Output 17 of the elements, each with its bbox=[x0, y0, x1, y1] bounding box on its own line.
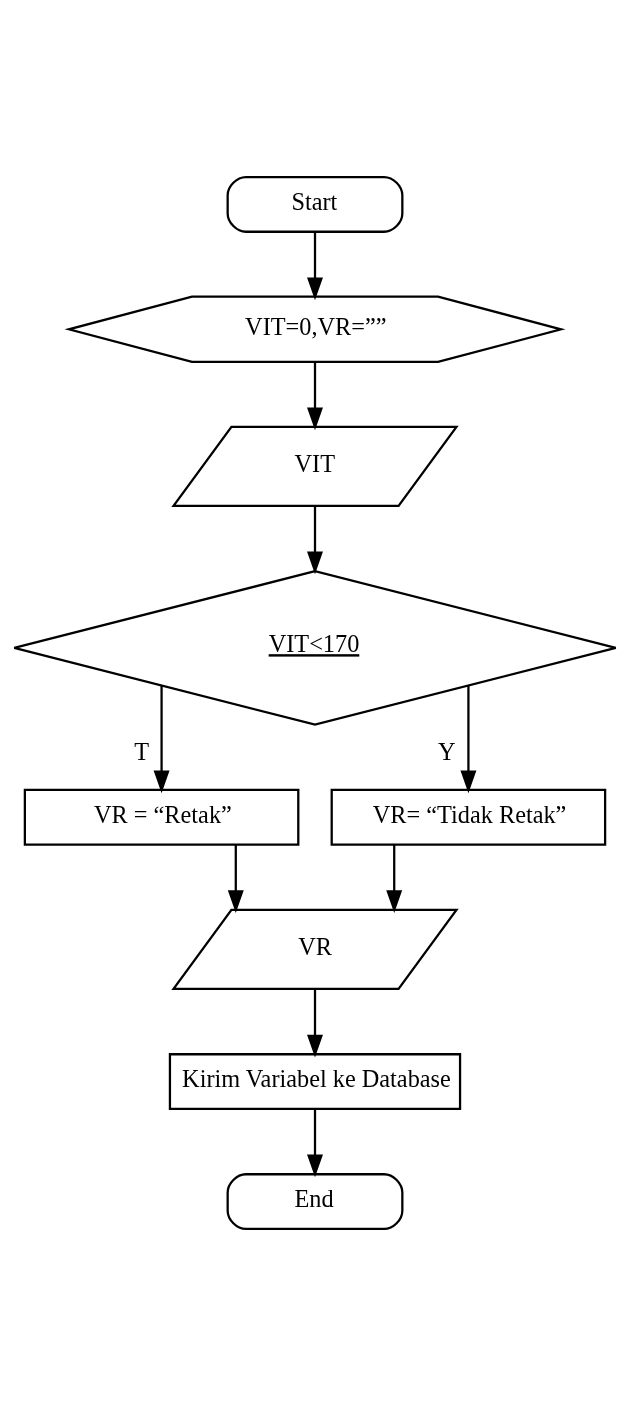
arrow bbox=[307, 989, 323, 1058]
arrow bbox=[460, 685, 477, 794]
arrow bbox=[153, 685, 170, 794]
node-box: Start bbox=[226, 175, 404, 233]
node-box: VR = “Retak” bbox=[23, 788, 300, 846]
arrow bbox=[307, 1109, 323, 1178]
arrow bbox=[307, 232, 323, 301]
edge-label: T bbox=[134, 738, 150, 766]
arrow bbox=[307, 506, 323, 575]
node-box: VR= “Tidak Retak” bbox=[330, 788, 607, 846]
arrow bbox=[227, 844, 244, 913]
node-box: Kirim Variabel ke Database bbox=[168, 1053, 462, 1111]
node-diamond: VIT<170 bbox=[13, 570, 617, 726]
edge-label: Y bbox=[438, 738, 456, 766]
arrow bbox=[307, 361, 323, 431]
arrow bbox=[386, 844, 403, 913]
node-box: End bbox=[226, 1173, 404, 1231]
